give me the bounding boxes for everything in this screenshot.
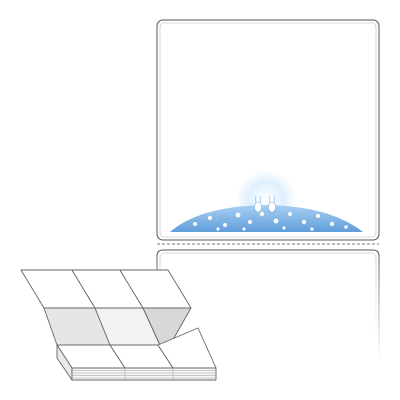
top-label-inner-liner <box>159 22 377 238</box>
label-roll-icon <box>156 19 380 360</box>
fanfold-stack-front <box>71 367 217 381</box>
fanfold-stack-page-lines <box>72 368 216 380</box>
flower-hill-illustration-icon <box>170 170 363 232</box>
fanfold-label-stack-icon <box>20 269 217 381</box>
next-label-partial <box>156 249 380 360</box>
next-label-inner-liner <box>159 252 377 340</box>
top-label <box>156 19 380 241</box>
